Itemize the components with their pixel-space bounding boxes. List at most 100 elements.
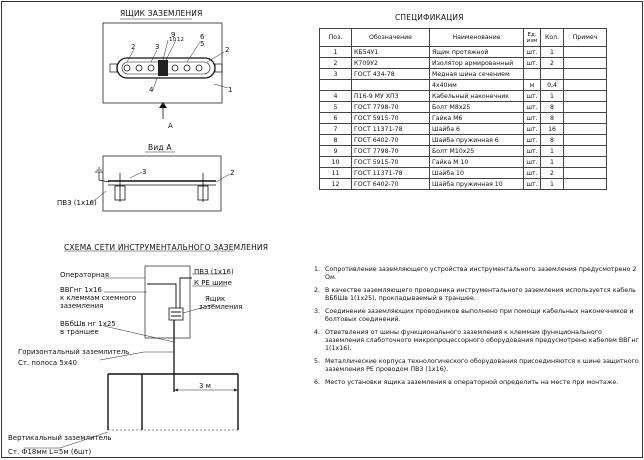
note-item: 4.Ответвления от шины функционального за… <box>314 329 639 353</box>
callout-3: 3 <box>155 43 160 51</box>
table-cell <box>563 101 607 113</box>
table-cell: П16-9 МУ ХП3 <box>351 90 430 102</box>
note-number: 3. <box>314 308 321 315</box>
table-cell: 8 <box>540 112 564 124</box>
spec-header: Ед. изм <box>523 28 541 47</box>
note-text: Сопротивление заземляющего устройства ин… <box>325 266 637 281</box>
table-cell <box>540 68 564 80</box>
table-cell <box>563 178 607 190</box>
table-cell: 8 <box>319 134 352 146</box>
view-a-callout-3: 3 <box>142 168 147 176</box>
table-cell: 6 <box>319 112 352 124</box>
table-cell: ГОСТ 11371-78 <box>351 167 430 179</box>
table-cell: 12 <box>319 178 352 190</box>
note-item: 1. Сопротивление заземляющего устройства … <box>314 266 639 282</box>
label-horiz-b: Ст. полоса 5х40 <box>18 359 77 367</box>
table-cell: ГОСТ 434-78 <box>351 68 430 80</box>
table-cell: Шайба пружинная 6 <box>429 134 524 146</box>
table-cell: КБ54У1 <box>351 46 430 58</box>
table-cell: 1 <box>540 178 564 190</box>
table-cell <box>563 112 607 124</box>
table-cell: К709У2 <box>351 57 430 69</box>
view-a-callout-2: 2 <box>230 169 235 177</box>
label-pve-b: К PE шине <box>194 279 232 287</box>
table-cell: 8 <box>540 101 564 113</box>
table-cell: шт. <box>523 90 541 102</box>
note-number: 4. <box>314 329 321 336</box>
label-cable1-a: ВВГнг 1х16 <box>60 286 102 294</box>
table-cell: Изолятор армированный <box>429 57 524 69</box>
table-cell <box>563 79 607 91</box>
note-number: 2. <box>314 287 321 294</box>
table-cell: 1 <box>540 156 564 168</box>
table-cell: Болт М8х25 <box>429 101 524 113</box>
label-box-a: Ящик <box>205 295 226 303</box>
note-number: 1. <box>314 266 321 273</box>
view-arrow-label: А <box>168 122 173 130</box>
spec-title: СПЕЦИФИКАЦИЯ <box>395 13 464 22</box>
callout-12: 12 <box>177 37 184 43</box>
table-cell: Кабельный наконечник <box>429 90 524 102</box>
box-title: ЯЩИК ЗАЗЕМЛЕНИЯ <box>120 9 203 18</box>
table-cell <box>563 145 607 157</box>
label-cable1-b: к клеммам схемного <box>60 294 137 302</box>
label-box-b: заземления <box>199 303 243 311</box>
table-cell <box>563 123 607 135</box>
table-cell: шт. <box>523 167 541 179</box>
table-cell: 4х40мм <box>429 79 524 91</box>
spec-table: Поз. Обозначение Наименование Ед. изм Ко… <box>319 28 607 190</box>
table-cell: 10 <box>319 156 352 168</box>
callout-9: 9 <box>171 31 176 39</box>
table-cell <box>523 68 541 80</box>
label-horiz-a: Горизонтальный заземлитель <box>18 348 130 356</box>
table-cell: м <box>523 79 541 91</box>
table-cell: шт. <box>523 123 541 135</box>
table-cell: Шайба 6 <box>429 123 524 135</box>
table-cell <box>563 90 607 102</box>
spec-header: Обозначение <box>351 28 430 47</box>
spec-header: Наименование <box>429 28 524 47</box>
callout-5: 5 <box>200 40 205 48</box>
callout-2: 2 <box>131 43 136 51</box>
table-cell: 1 <box>540 46 564 58</box>
label-pve-a: ПВЗ (1х16) <box>194 268 234 276</box>
table-cell: шт. <box>523 145 541 157</box>
table-cell: 1 <box>540 90 564 102</box>
table-cell: 5 <box>319 101 352 113</box>
table-cell: 2 <box>540 167 564 179</box>
table-cell: Шайба пружинная 10 <box>429 178 524 190</box>
table-cell: шт. <box>523 134 541 146</box>
table-cell: ГОСТ 7798-70 <box>351 101 430 113</box>
table-cell <box>563 156 607 168</box>
table-cell: 8 <box>540 134 564 146</box>
table-cell: Медная шина сечением <box>429 68 524 80</box>
table-cell <box>563 57 607 69</box>
table-cell: шт. <box>523 57 541 69</box>
spec-header-row: Поз. Обозначение Наименование Ед. изм Ко… <box>319 28 607 47</box>
table-cell: ГОСТ 7798-70 <box>351 145 430 157</box>
note-item: 6.Место установки ящика заземления в опе… <box>314 379 639 387</box>
note-number: 6. <box>314 379 321 386</box>
table-cell: ГОСТ 5915-70 <box>351 156 430 168</box>
notes-list: 1. Сопротивление заземляющего устройства … <box>314 266 639 392</box>
table-cell: Ящик протяжной <box>429 46 524 58</box>
table-cell: 16 <box>540 123 564 135</box>
table-cell: 1 <box>540 145 564 157</box>
table-cell: 11 <box>319 167 352 179</box>
table-cell: шт. <box>523 46 541 58</box>
spec-header: Поз. <box>319 28 352 47</box>
table-cell: 3 <box>319 68 352 80</box>
